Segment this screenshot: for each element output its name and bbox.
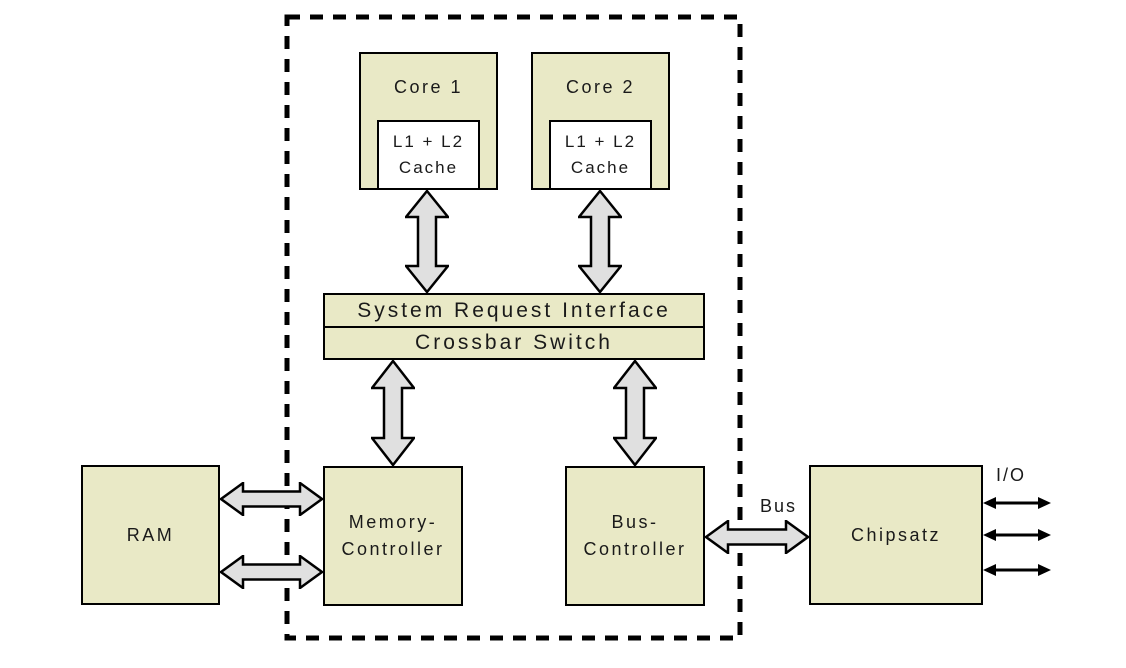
ram-label: RAM [126,524,175,545]
ram-box: RAM [81,465,220,605]
crossbar-switch-box: Crossbar Switch [323,326,705,360]
bus-double-arrow-icon [705,520,809,554]
core2-sri-double-arrow-icon [578,190,622,293]
io-arrow-1-icon [983,497,1051,509]
ram-memory-controller-double-arrow-lower-icon [220,555,323,589]
memory-controller-line2: Controller [341,539,445,559]
io-label: I/O [996,465,1027,485]
core1-cache-box: L1 + L2 Cache [377,120,480,190]
chipsatz-box: Chipsatz [809,465,983,605]
bus-controller-line1: Bus- [611,512,659,532]
system-request-interface-box: System Request Interface [323,293,705,328]
memory-controller-box: Memory- Controller [323,466,463,606]
core2-cache-box: L1 + L2 Cache [549,120,652,190]
crossbar-bus-controller-double-arrow-icon [613,360,657,466]
bus-label: Bus [760,496,798,516]
crossbar-memory-controller-double-arrow-icon [371,360,415,466]
core1-label: Core 1 [393,77,464,97]
bus-controller-line2: Controller [583,539,687,559]
core2-label: Core 2 [565,77,636,97]
core1-cache-line2: Cache [398,158,459,177]
core1-sri-double-arrow-icon [405,190,449,293]
core1-cache-line1: L1 + L2 [392,132,465,151]
chipsatz-label: Chipsatz [850,524,942,545]
ram-memory-controller-double-arrow-upper-icon [220,482,323,516]
memory-controller-line1: Memory- [348,512,438,532]
system-request-interface-label: System Request Interface [357,299,671,322]
bus-controller-box: Bus- Controller [565,466,705,606]
core2-cache-line2: Cache [570,158,631,177]
core2-cache-line1: L1 + L2 [564,132,637,151]
crossbar-switch-label: Crossbar Switch [415,331,613,354]
io-arrow-3-icon [983,564,1051,576]
io-arrow-2-icon [983,529,1051,541]
